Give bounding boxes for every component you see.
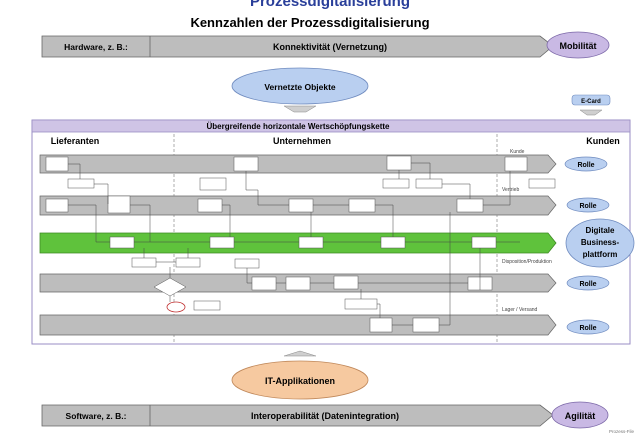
value-chain-title: Übergreifende horizontale Wertschöpfungs… (207, 122, 391, 131)
loop-note-box (193, 300, 221, 311)
software-label: Software, z. B.: (66, 411, 127, 421)
role-label-3: Rolle (579, 281, 596, 288)
loop-marker (166, 301, 186, 313)
ecard-box (571, 94, 611, 106)
software-value: Interoperabilität (Datenintegration) (251, 411, 399, 421)
role-oval-4: Rolle (566, 319, 610, 335)
mobility-oval (546, 31, 610, 59)
connected-objects-label: Vernetzte Objekte (264, 82, 336, 92)
diagram-title: Kennzahlen der Prozessdigitalisierung (190, 15, 429, 30)
hardware-value: Konnektivität (Vernetzung) (273, 42, 387, 52)
ecard-label: E-Card (581, 99, 601, 105)
up-chevron (283, 350, 317, 357)
role-oval-2: Rolle (566, 197, 610, 213)
role-oval-1: Rolle (564, 156, 608, 172)
footer-note: Prozess-File (609, 429, 635, 434)
role-label-1: Rolle (577, 162, 594, 169)
ecard-chevron (579, 109, 603, 116)
lane-arrow-1 (39, 154, 557, 174)
lane-note-sales: Vertrieb (502, 187, 519, 193)
column-company: Unternehmen (273, 136, 331, 146)
process-mini-diagram (45, 155, 556, 333)
role-label-2: Rolle (579, 203, 596, 210)
lane-arrow-4 (39, 314, 557, 336)
lane-note-production: Disposition/Produktion (502, 259, 552, 265)
value-chain-frame (31, 119, 631, 345)
value-chain-header-bar (31, 119, 631, 133)
agility-oval (551, 401, 609, 429)
column-customers: Kunden (586, 136, 620, 146)
platform-line-1: Digitale (586, 226, 615, 235)
lane-arrow-platform (39, 232, 557, 254)
platform-line-3: plattform (583, 250, 618, 259)
connected-objects-oval (231, 67, 369, 105)
it-apps-oval (231, 360, 369, 400)
platform-oval (565, 218, 635, 268)
software-arrow: Software, z. B.: Interoperabilität (Date… (41, 404, 554, 427)
hardware-arrow: Hardware, z. B.: Konnektivität (Vernetzu… (41, 35, 554, 58)
role-oval-3: Rolle (566, 275, 610, 291)
platform-line-2: Business- (581, 238, 620, 247)
it-apps-label: IT-Applikationen (265, 376, 335, 386)
column-suppliers: Lieferanten (51, 136, 100, 146)
process-connectors (68, 162, 520, 326)
mobility-label: Mobilität (560, 41, 597, 51)
lane-note-warehouse: Lager / Versand (502, 307, 538, 313)
hardware-label: Hardware, z. B.: (64, 42, 128, 52)
lane-note-customer: Kunde (510, 149, 525, 155)
agility-label: Agilität (565, 411, 596, 421)
down-chevron (283, 105, 317, 113)
header-fragment: Prozessdigitalisierung (250, 0, 410, 10)
role-label-4: Rolle (579, 325, 596, 332)
